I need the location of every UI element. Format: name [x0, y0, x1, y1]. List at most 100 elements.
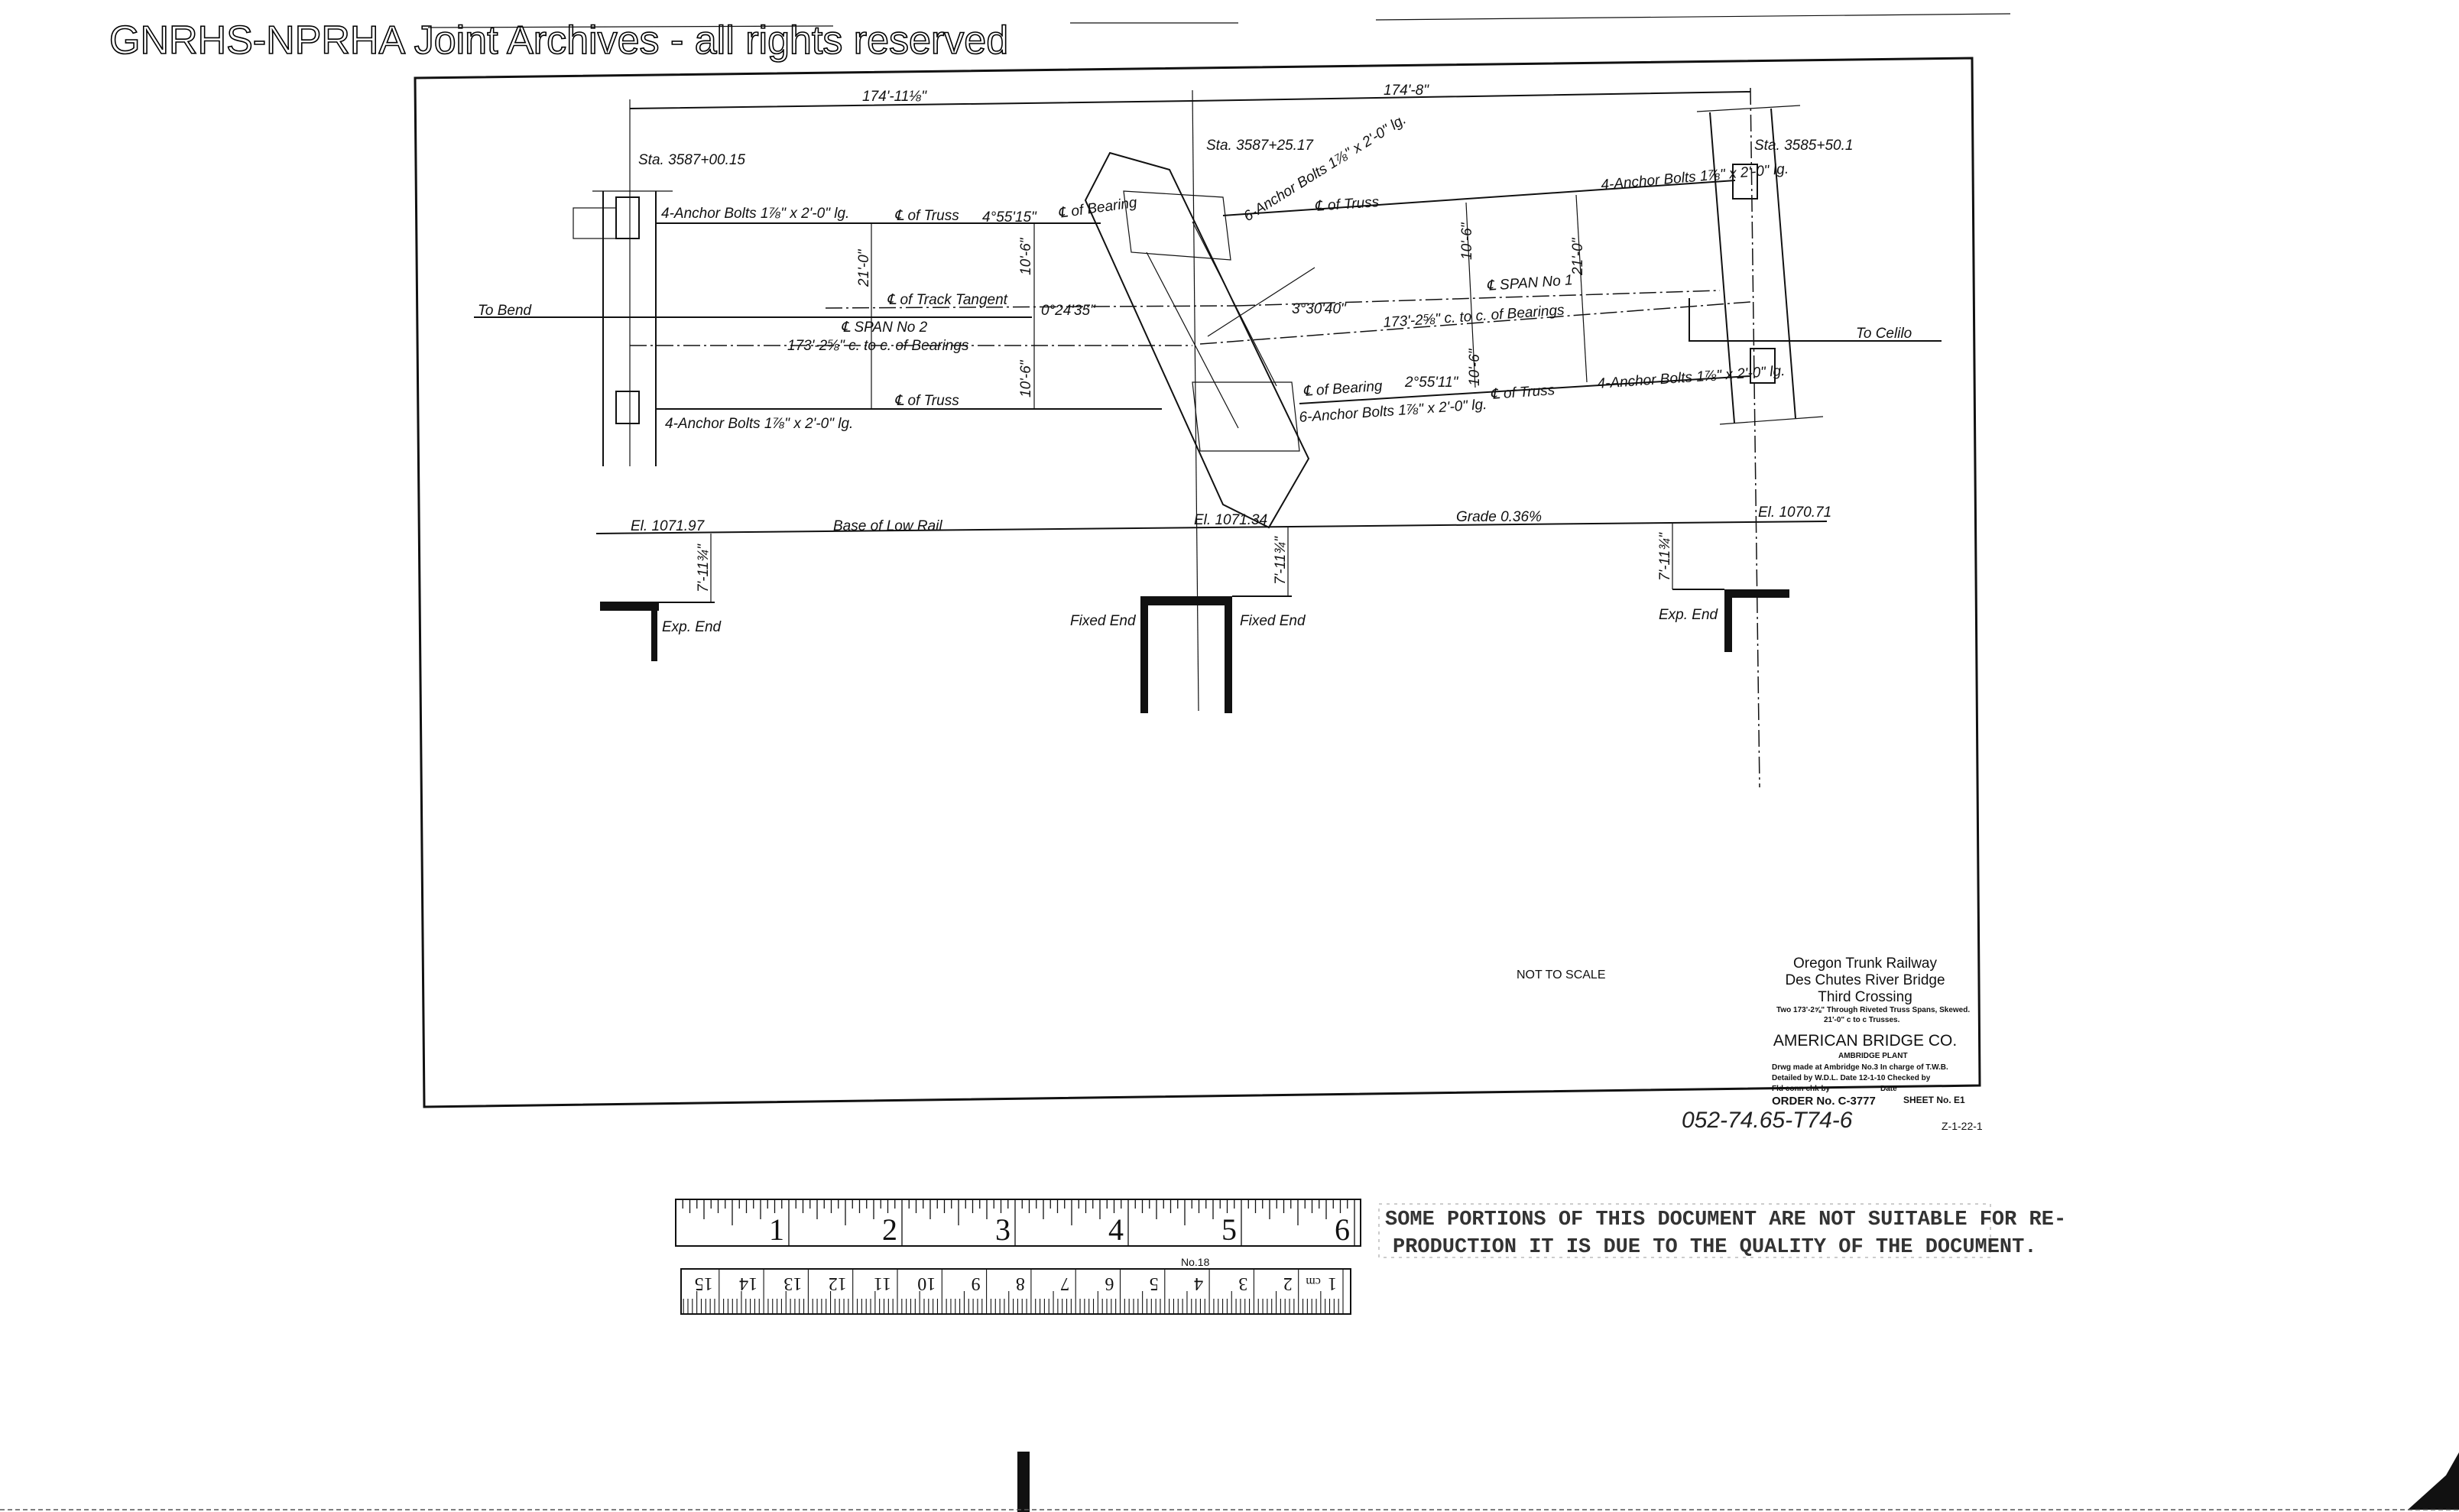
drawing-border — [414, 57, 1981, 1108]
bearing-label: ℄ of Bearing — [1057, 195, 1138, 222]
span-1-label: ℄ SPAN No 1 — [1486, 272, 1573, 294]
truss-label: ℄ of Truss — [1490, 382, 1556, 403]
inch-number: 1 — [769, 1212, 784, 1247]
detailed-by-line: Detailed by W.D.L. Date 12-1-10 Checked … — [1772, 1074, 1931, 1082]
track-offset — [1689, 298, 1942, 342]
scan-edge-bar — [1017, 1452, 1030, 1512]
quality-notice: SOME PORTIONS OF THIS DOCUMENT ARE NOT S… — [1378, 1203, 2066, 1259]
plant-name: AMBRIDGE PLANT — [1838, 1052, 1908, 1060]
right-pier-top — [1696, 105, 1801, 112]
pier-diagonal — [1207, 267, 1315, 337]
center-pier-leg — [1225, 605, 1232, 713]
cm-number: 14 — [739, 1274, 757, 1293]
elevation-label: El. 1070.71 — [1758, 505, 1831, 521]
anchor-bolts-label: 4-Anchor Bolts 1⅞" x 2'-0" lg. — [665, 416, 853, 432]
cm-number: 7 — [1060, 1274, 1069, 1293]
elevation-label: El. 1071.34 — [1194, 512, 1267, 528]
dimension-label: 7'-11¾" — [696, 543, 712, 592]
elevation-label: El. 1071.97 — [631, 518, 706, 534]
dimension-label: 7'-11¾" — [1273, 536, 1289, 585]
not-to-scale-note: NOT TO SCALE — [1517, 969, 1605, 982]
cm-number: 12 — [829, 1274, 847, 1293]
anchor-bolts-label: 6-Anchor Bolts 1⅞" x 2'-0" lg. — [1299, 397, 1487, 426]
right-abutment-cap — [1724, 589, 1789, 598]
title-block: Oregon Trunk Railway Des Chutes River Br… — [1772, 956, 1983, 1132]
span1-centerline — [1238, 290, 1721, 307]
scan-corner-mark — [2408, 1452, 2459, 1510]
pier-diagonal — [1146, 251, 1239, 429]
inch-number: 6 — [1335, 1212, 1350, 1247]
cm-number: 8 — [1016, 1274, 1025, 1293]
bearing-group-bottom — [1192, 381, 1300, 452]
dimension-label: 174'-11⅛" — [862, 89, 927, 105]
dimension-label: 174'-8" — [1384, 83, 1429, 99]
cm-number: 13 — [783, 1274, 802, 1293]
bearings-line-span1 — [1199, 301, 1751, 345]
scan-mark — [1375, 13, 2011, 21]
right-pier-centerline — [1750, 87, 1760, 788]
span-description: Two 173'-2⅝" Through Riveted Truss Spans… — [1776, 1006, 1970, 1014]
dimension-label: 7'-11¾" — [1657, 532, 1673, 581]
dimension-label: 21'-0" — [1570, 237, 1586, 276]
angle-label: 0°24'35" — [1041, 303, 1096, 319]
anchor-bolts-label: 4-Anchor Bolts 1⅞" x 2'-0" lg. — [1601, 161, 1789, 193]
crossing-name: Third Crossing — [1818, 989, 1912, 1005]
overall-dimension-line — [629, 91, 1751, 109]
dimension-line — [1465, 202, 1476, 388]
cm-unit-label: cm — [1306, 1275, 1321, 1288]
archive-watermark: GNRHS-NPRHA Joint Archives - all rights … — [109, 18, 1008, 63]
truss-centerline-top-span1 — [1222, 180, 1736, 216]
inch-number: 4 — [1108, 1212, 1124, 1247]
field-check-line: Fld conn chk by — [1772, 1085, 1831, 1093]
anchor-bolts-label: 4-Anchor Bolts 1⅞" x 2'-0" lg. — [661, 206, 849, 222]
right-pier-edge — [1770, 108, 1796, 419]
angle-label: 3°30'40" — [1292, 301, 1347, 317]
angle-label: 2°55'11" — [1404, 375, 1459, 391]
railway-name: Oregon Trunk Railway — [1793, 956, 1937, 972]
elevation-view: El. 1071.97 Base of Low Rail El. 1071.34… — [595, 505, 1831, 713]
dimension-label: 10'-6" — [1459, 222, 1475, 260]
cm-number: 15 — [695, 1274, 713, 1293]
corner-code: Z-1-22-1 — [1942, 1120, 1983, 1132]
left-abutment-cap — [600, 602, 659, 611]
bearing-plate — [1750, 348, 1776, 384]
date-label: Date — [1880, 1085, 1897, 1093]
drawing-made-line: Drwg made at Ambridge No.3 In charge of … — [1772, 1063, 1948, 1072]
left-abutment-stem — [651, 611, 657, 661]
cm-number: 10 — [917, 1274, 936, 1293]
dimension-label: 10'-6" — [1467, 348, 1483, 386]
to-bend-label: To Bend — [478, 303, 533, 319]
cm-number: 6 — [1105, 1274, 1114, 1293]
plan-view: 174'-11⅛" 174'-8" Sta. 3587+00.15 Sta. 3… — [474, 83, 1942, 788]
dimension-label: 10'-6" — [1018, 359, 1034, 397]
bearing-plate — [1732, 164, 1758, 200]
expansion-end-label: Exp. End — [1659, 607, 1719, 623]
dimension-line — [1575, 194, 1588, 383]
scan-mark — [427, 25, 834, 28]
pier-diagonal — [1192, 221, 1277, 387]
bearing-plate — [615, 196, 640, 239]
bearings-dimension-label: 173'-2⅝" c. to c. of Bearings — [1383, 302, 1565, 331]
cm-number: 3 — [1238, 1274, 1247, 1293]
expansion-end-label: Exp. End — [662, 619, 722, 635]
right-pier-bottom — [1719, 416, 1824, 425]
truss-spacing: 21'-0" c to c Trusses. — [1824, 1016, 1900, 1024]
inch-number: 3 — [995, 1212, 1011, 1247]
station-label: Sta. 3585+50.1 — [1754, 138, 1853, 154]
to-celilo-label: To Celilo — [1856, 326, 1912, 342]
notice-line-1: SOME PORTIONS OF THIS DOCUMENT ARE NOT S… — [1385, 1209, 2066, 1231]
center-pier-centerline — [1192, 89, 1199, 712]
handwritten-file-number: 052-74.65-T74-6 — [1682, 1108, 1853, 1133]
cm-number: 5 — [1150, 1274, 1159, 1293]
fixed-end-label: Fixed End — [1240, 613, 1306, 629]
base-of-low-rail-line — [595, 521, 1828, 534]
bearing-plate — [615, 391, 640, 424]
truss-label: ℄ of Truss — [1314, 194, 1380, 215]
bearing-detail — [573, 207, 617, 239]
truss-centerline-bottom-span1 — [1299, 375, 1751, 404]
dimension-label: 10'-6" — [1018, 237, 1034, 275]
sheet-number: SHEET No. E1 — [1903, 1095, 1965, 1105]
